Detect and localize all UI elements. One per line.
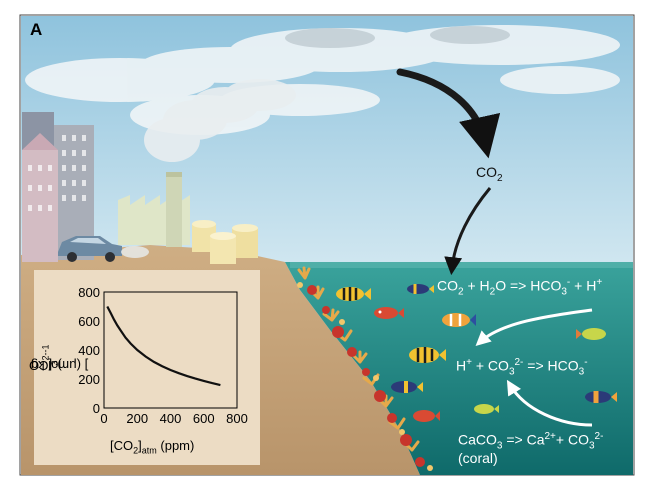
- city-buildings: [22, 112, 94, 262]
- inset-background: [34, 270, 260, 465]
- car: [58, 236, 149, 262]
- fish-school: [336, 284, 617, 422]
- chart-x-tick-label: 800: [226, 411, 248, 426]
- chart-x-tick-label: 600: [192, 411, 215, 426]
- co2-dissolve-arrow: [444, 187, 492, 276]
- panel-label: A: [30, 20, 43, 39]
- dark-clouds: [285, 26, 510, 48]
- storage-tanks: [192, 220, 258, 264]
- reaction-calcium-carbonate: CaCO3 => Ca2++ CO32-: [458, 431, 604, 452]
- carbonate-arrow: [506, 379, 593, 427]
- proton-arrow: [475, 308, 593, 347]
- reaction-proton-carbonate: H+ + CO32- => HCO3-: [456, 357, 588, 378]
- chart-y-tick-label: 800: [78, 284, 100, 300]
- factory: [118, 172, 190, 247]
- chart-y-tick-label: 400: [78, 342, 100, 358]
- chart-y-tick-label: 600: [78, 313, 100, 329]
- ocean: [285, 262, 633, 475]
- chart-x-axis-label: [CO2]atm (ppm): [110, 438, 195, 456]
- chart-y-tick-label: 0: [92, 400, 100, 416]
- chart-x-tick-label: 400: [159, 411, 182, 426]
- chart-plot-frame: [103, 291, 238, 409]
- co3-vs-co2-chart: [103, 291, 238, 409]
- chart-x-tick-label: 200: [126, 411, 149, 426]
- atmospheric-co2-label: CO2: [476, 164, 503, 184]
- chart-series-line-0: [106, 305, 221, 387]
- chart-x-tick-label: 0: [100, 411, 108, 426]
- coral-reef: [297, 266, 433, 471]
- reaction-co2-water: CO2 + H2O => HCO3- + H+: [437, 277, 603, 298]
- chart-y-tick-label: 200: [78, 371, 100, 387]
- co2-uptake-arrow: [396, 68, 501, 159]
- coral-label: (coral): [458, 450, 498, 466]
- smoke-plume: [144, 79, 296, 162]
